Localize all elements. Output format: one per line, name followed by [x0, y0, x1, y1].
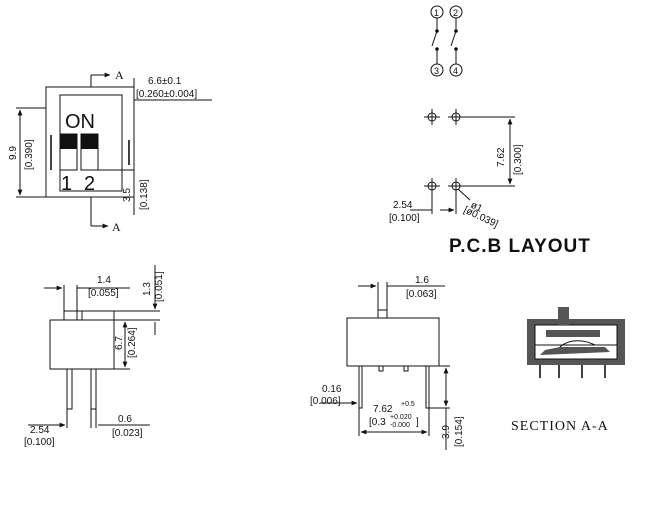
hole-leader: [457, 188, 471, 201]
side-act-height-in: [0.051]: [154, 271, 165, 302]
side-actuator: [63, 310, 78, 321]
section-mark-top: A: [115, 68, 124, 82]
front-act-width: 1.6: [415, 275, 429, 286]
top-view: ON 1 2 A A 6.6±0.1 [0.260±0.004] 9.9 [0.…: [8, 68, 212, 234]
schematic: 1 2 3 4: [430, 5, 463, 77]
switch-1-blade: [431, 30, 438, 47]
switch-knob-1: [60, 134, 77, 149]
section-view: SECTION A-A: [511, 307, 625, 434]
side-pin-thickness: 0.6: [118, 414, 132, 425]
width-dim-in: [0.260±0.004]: [136, 89, 197, 100]
side-act-height: 1.3: [142, 282, 153, 296]
pin-1-label: 1: [434, 8, 439, 18]
row-dim: 7.62: [496, 147, 507, 167]
front-row-spacing-in: [0.3: [369, 417, 386, 428]
front-stub-1: [378, 365, 384, 372]
section-mark-bottom: A: [112, 220, 121, 234]
side-pin-pitch-in: [0.100]: [24, 437, 55, 448]
front-act-width-in: [0.063]: [406, 289, 437, 300]
switch-knob-2: [81, 134, 98, 149]
front-view-body: [346, 317, 440, 367]
front-offset: 0.16: [322, 384, 342, 395]
front-row-spacing-in-close: ]: [416, 417, 419, 428]
pin-4-label: 4: [453, 66, 458, 76]
switch-2-label: 2: [84, 173, 95, 195]
pitch-dim: 2.54: [393, 200, 413, 211]
section-contact-base: [540, 347, 610, 355]
pin-3-label: 3: [434, 66, 439, 76]
pitch-dim-in: [0.100]: [389, 213, 420, 224]
on-label: ON: [65, 111, 95, 133]
front-pin-left: [358, 365, 363, 409]
side-body-height: 6.7: [114, 336, 125, 350]
pin-2-label: 2: [453, 8, 458, 18]
front-row-spacing-in-minus: -0.000: [390, 422, 410, 429]
side-pin-2: [90, 368, 97, 410]
switch-1-label: 1: [61, 173, 72, 195]
offset-dim: 3.5: [122, 188, 133, 202]
front-offset-in: [0.006]: [310, 396, 341, 407]
side-pin-thickness-in: [0.023]: [112, 428, 143, 439]
front-view: 1.6 [0.063] 0.16 [0.006] 7.62 +0.5 [0.3 …: [310, 275, 465, 450]
side-view: 1.4 [0.055] 1.3 [0.051] 6.7 [0.264] 2.54…: [24, 265, 165, 448]
side-body-height-in: [0.264]: [127, 327, 138, 358]
row-dim-in: [0.300]: [513, 144, 524, 175]
height-dim: 9.9: [8, 146, 19, 160]
pcb-layout-title: P.C.B LAYOUT: [449, 236, 591, 257]
front-pin-right: [425, 365, 430, 409]
width-dim: 6.6±0.1: [148, 76, 182, 87]
section-label: SECTION A-A: [511, 419, 609, 434]
side-pin-pitch: 2.54: [30, 425, 50, 436]
front-row-spacing-in-plus: +0.020: [390, 414, 412, 421]
top-view-body: [45, 86, 135, 198]
side-view-body: [49, 319, 115, 370]
front-row-spacing-tol: +0.5: [401, 401, 415, 408]
section-slider: [546, 330, 600, 337]
side-act-width-in: [0.055]: [88, 288, 119, 299]
pcb-hole-tl: [424, 109, 440, 125]
side-act-width: 1.4: [97, 275, 111, 286]
front-actuator: [377, 309, 388, 319]
pcb-hole-tr: [448, 109, 464, 125]
side-pin-1: [66, 368, 73, 410]
section-actuator: [558, 307, 569, 325]
height-dim-in: [0.390]: [24, 139, 35, 170]
front-pin-length-in: [0.154]: [454, 416, 465, 447]
pcb-layout: 7.62 [0.300] 2.54 [0.100] ø1 [ø0.039] P.…: [389, 109, 591, 257]
front-pin-length: 3.9: [441, 425, 452, 439]
hole-dim: ø1: [469, 200, 485, 215]
switch-2-blade: [450, 30, 457, 47]
offset-dim-in: [0.138]: [139, 179, 150, 210]
front-stub-2: [403, 365, 409, 372]
front-row-spacing: 7.62: [373, 404, 393, 415]
